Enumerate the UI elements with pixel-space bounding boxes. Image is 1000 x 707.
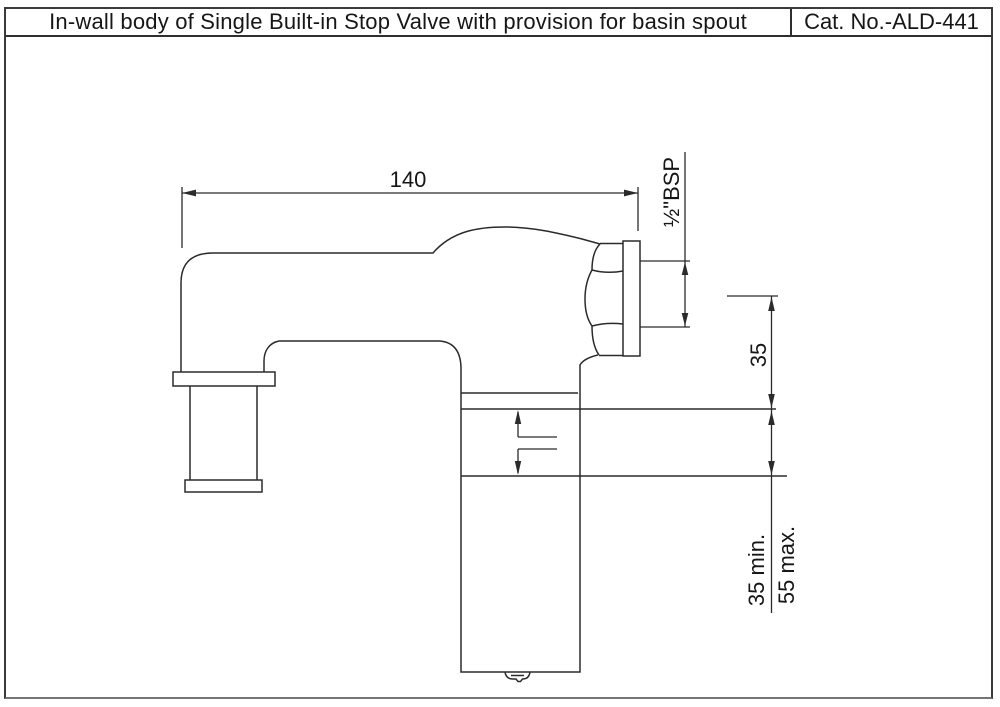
- catalog-number: Cat. No.-ALD-441: [804, 9, 979, 34]
- product-title: In-wall body of Single Built-in Stop Val…: [6, 9, 792, 35]
- title-bar: In-wall body of Single Built-in Stop Val…: [6, 9, 991, 37]
- drawing-frame: In-wall body of Single Built-in Stop Val…: [4, 7, 993, 699]
